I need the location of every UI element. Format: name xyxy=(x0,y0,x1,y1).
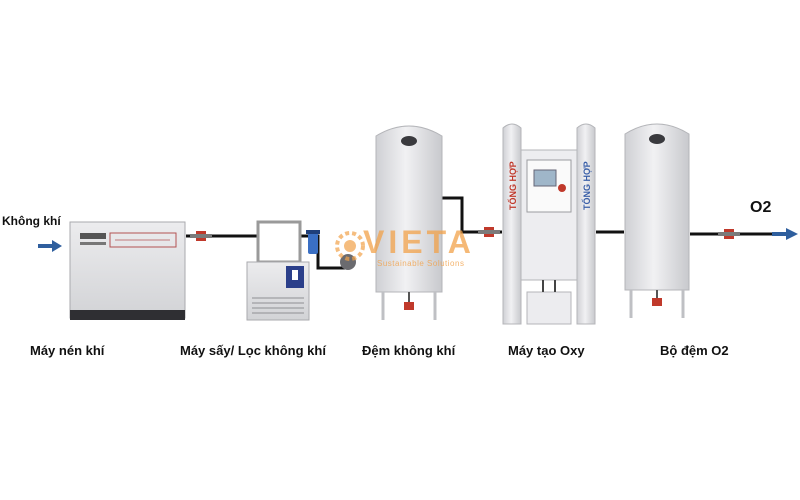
input-arrow-icon xyxy=(38,240,62,252)
oxygen-buffer-tank-label: Bộ đệm O2 xyxy=(660,343,729,358)
oxygen-output-label: O2 xyxy=(750,199,772,216)
air-compressor-icon xyxy=(69,221,186,320)
air-dryer-filter-icon xyxy=(246,220,320,321)
valve-icon xyxy=(478,227,500,237)
generator-brand-label: TỔNG HỢP xyxy=(507,161,518,210)
watermark-tagline: Sustainable Solutions xyxy=(377,259,465,268)
valve-icon xyxy=(190,231,212,241)
generator-brand-label-right: TỔNG HỢP xyxy=(581,161,592,210)
air-compressor-label: Máy nén khí xyxy=(30,343,105,358)
air-buffer-tank-label: Đệm không khí xyxy=(362,343,456,358)
oxygen-buffer-tank-icon xyxy=(624,123,690,318)
vieta-gear-logo-icon xyxy=(335,231,365,261)
air-input-label: Không khí xyxy=(2,214,61,228)
output-arrow-icon xyxy=(772,228,798,240)
air-buffer-tank-icon xyxy=(340,125,443,320)
oxygen-generator-label: Máy tạo Oxy xyxy=(508,343,585,358)
valve-icon xyxy=(718,229,740,239)
oxygen-generator-icon xyxy=(502,123,596,325)
watermark-name: VIETA xyxy=(363,224,475,260)
air-dryer-filter-label: Máy sấy/ Lọc không khí xyxy=(180,343,326,358)
